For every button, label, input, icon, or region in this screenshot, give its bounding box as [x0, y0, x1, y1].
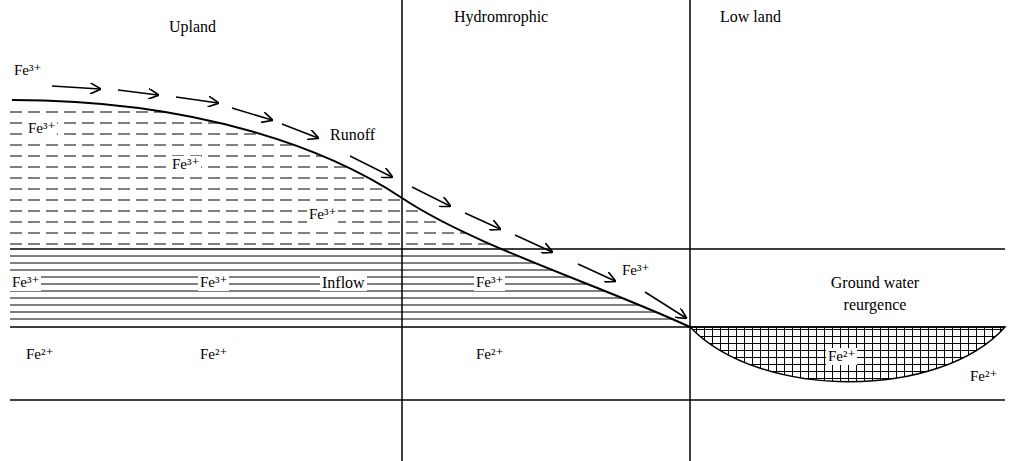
- zone-label: Ground water reurgence: [806, 272, 944, 316]
- zone-heading: Upland: [167, 18, 218, 35]
- runoff-arrow: [232, 108, 272, 120]
- ion-label: Fe³⁺: [26, 120, 57, 137]
- runoff-arrow: [412, 187, 450, 206]
- runoff-arrows: [52, 86, 686, 318]
- zone-divider: [689, 0, 691, 461]
- runoff-arrow: [515, 235, 552, 252]
- runoff-arrow: [282, 124, 318, 138]
- boundary-line: [10, 248, 1005, 250]
- flow-label: Runoff: [328, 126, 377, 143]
- dashed-layer: [10, 112, 690, 244]
- ion-label: Fe²⁺: [474, 346, 505, 363]
- boundary-line: [10, 399, 1005, 401]
- zone-divider: [401, 0, 403, 461]
- runoff-arrow: [52, 86, 100, 89]
- ion-label: Fe³⁺: [620, 262, 651, 279]
- ion-label: Fe³⁺: [474, 274, 505, 291]
- runoff-arrow: [118, 90, 158, 95]
- runoff-arrow: [350, 156, 392, 177]
- runoff-arrow: [176, 97, 218, 103]
- ion-label: Fe²⁺: [198, 346, 229, 363]
- zone-heading: Hydromrophic: [452, 8, 550, 25]
- ion-label: Fe²⁺: [24, 346, 55, 363]
- ion-label: Fe³⁺: [307, 206, 338, 223]
- groundwater-basin: [690, 327, 1005, 382]
- inflow-band: [10, 256, 690, 319]
- ion-label: Fe³⁺: [10, 274, 41, 291]
- zone-heading: Low land: [718, 8, 783, 25]
- ion-label: Fe³⁺: [198, 274, 229, 291]
- slope-surface: [12, 100, 690, 327]
- runoff-arrow: [578, 264, 615, 281]
- runoff-arrow: [465, 213, 500, 229]
- ion-label: Fe²⁺: [826, 348, 857, 365]
- runoff-arrow: [645, 292, 686, 318]
- ion-label: Fe³⁺: [12, 62, 43, 79]
- ion-label: Fe³⁺: [170, 156, 201, 173]
- ion-label: Fe²⁺: [968, 368, 999, 385]
- flow-label: Inflow: [320, 274, 367, 291]
